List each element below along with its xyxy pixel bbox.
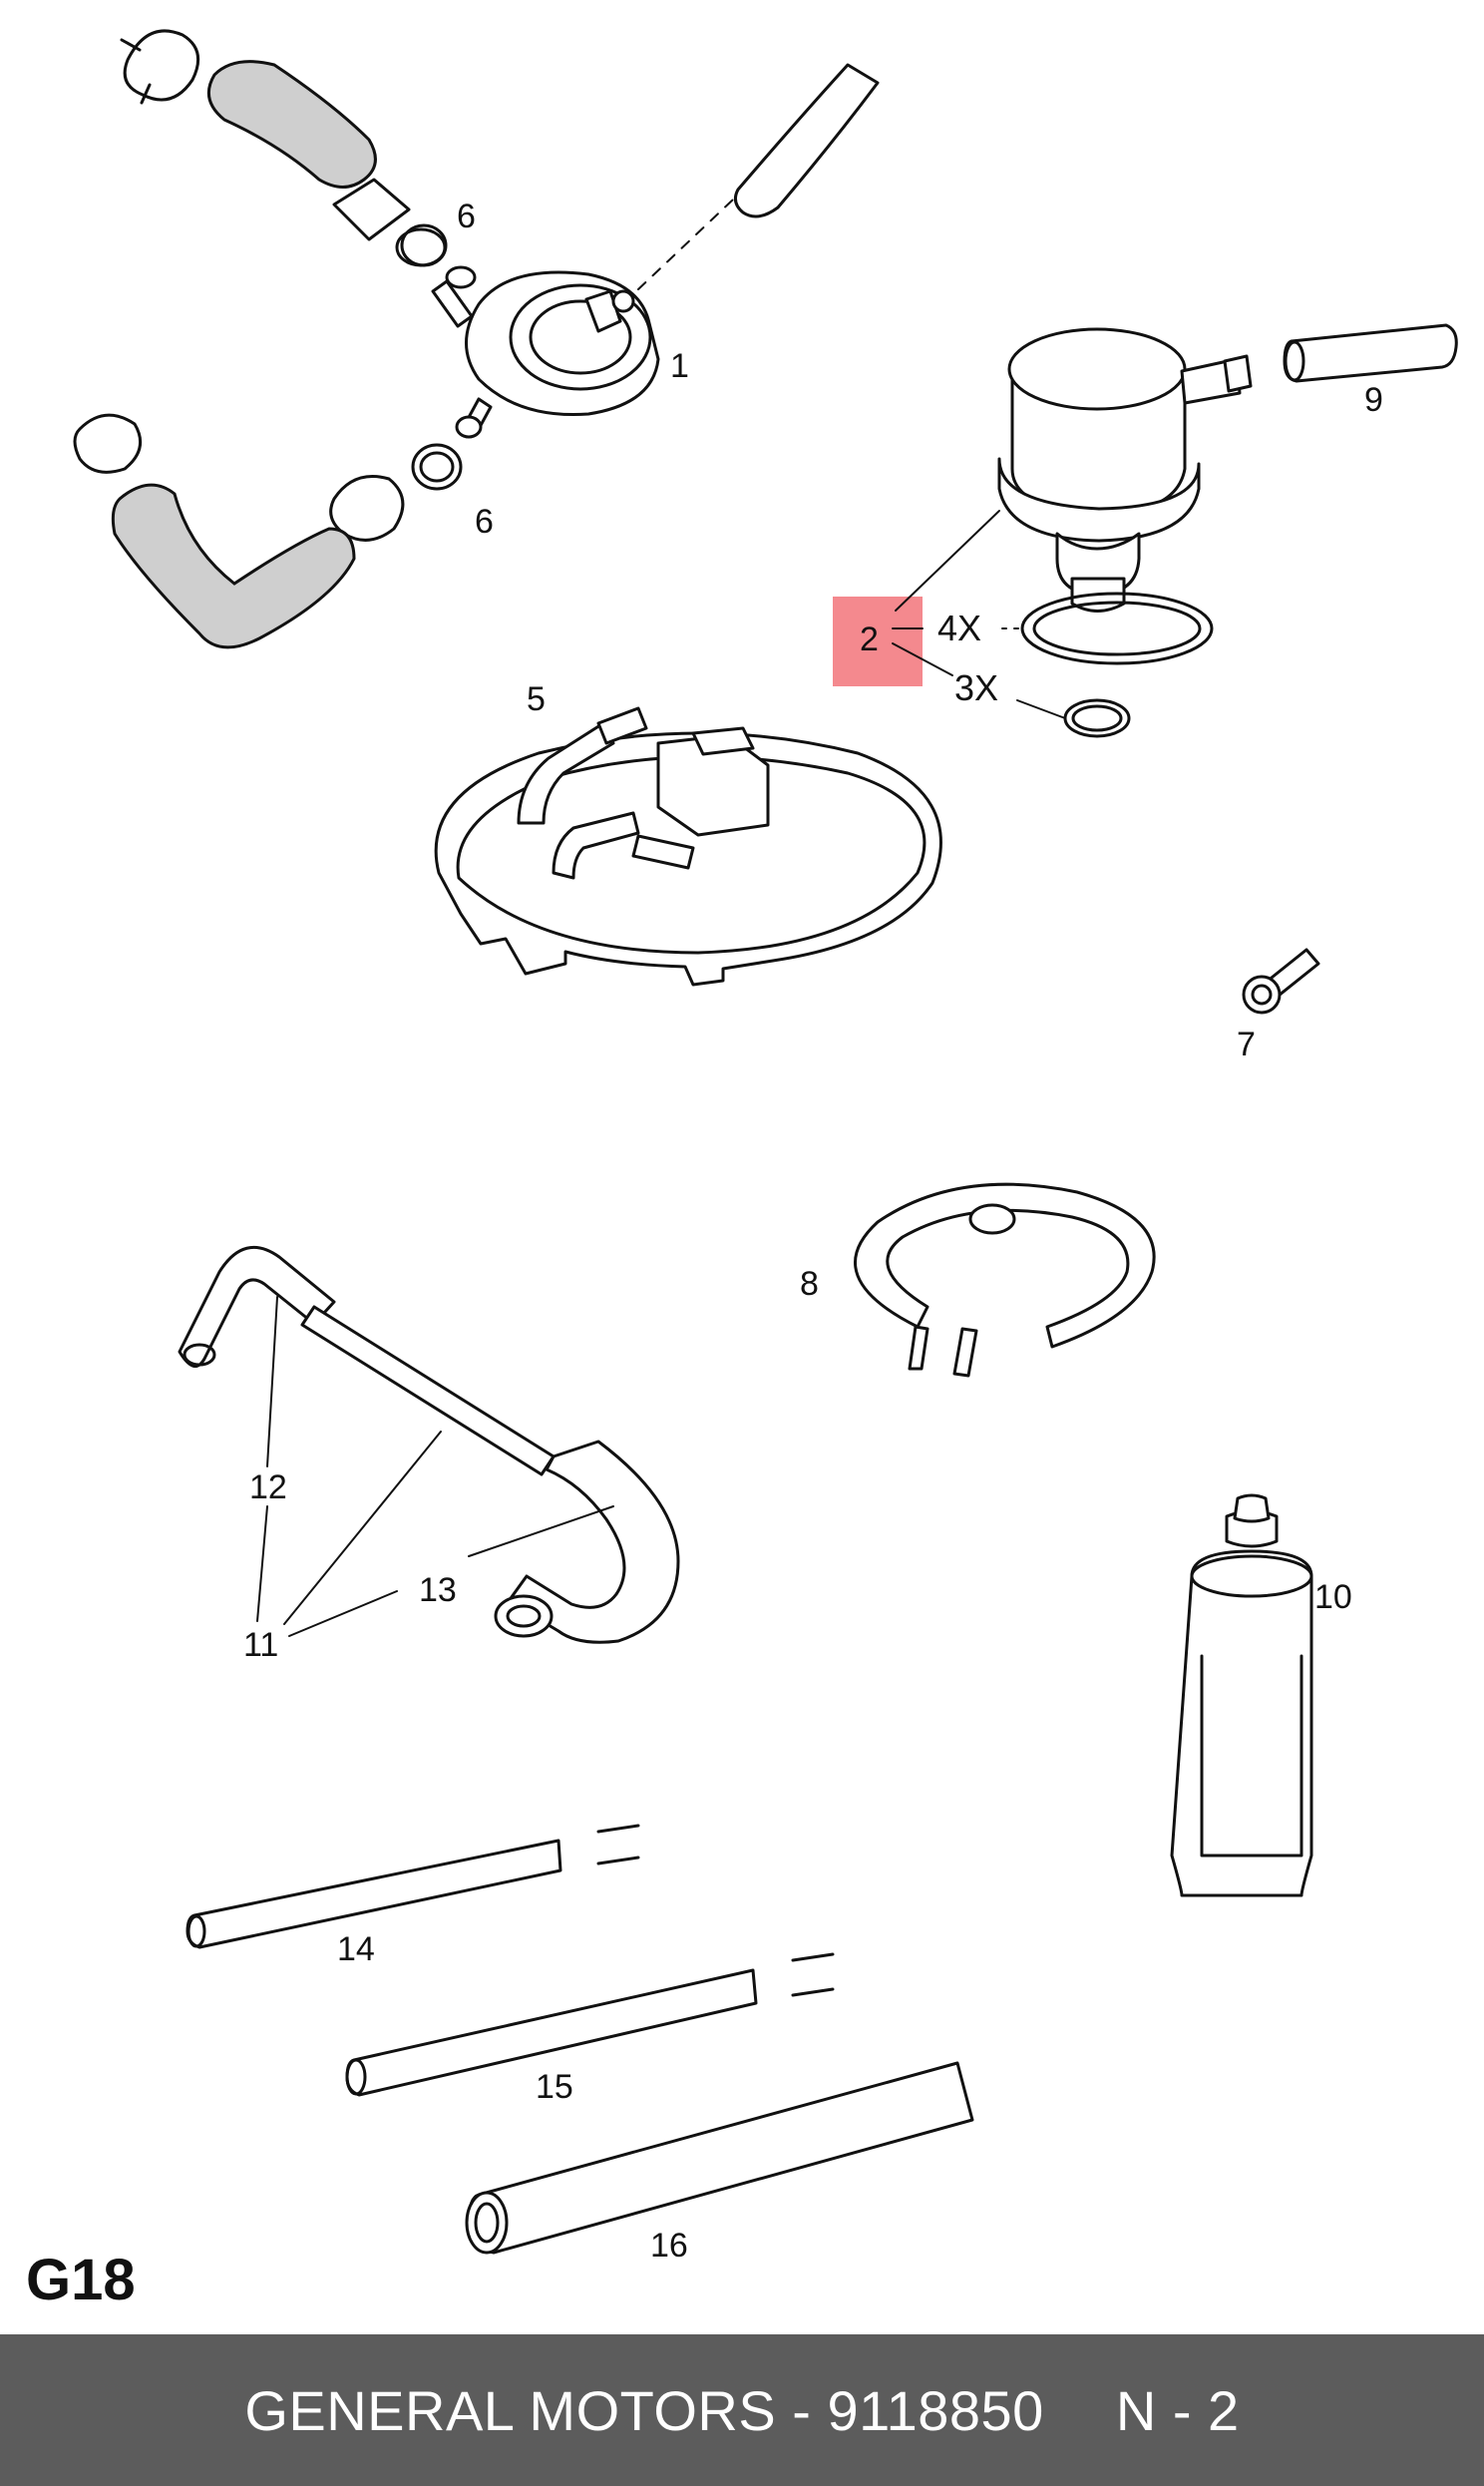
section-code: G18: [26, 2248, 136, 2312]
label-12: 12: [249, 1468, 287, 1506]
label-7: 7: [1237, 1026, 1256, 1063]
label-2: 2: [860, 621, 879, 658]
hose-part-14: [186, 1824, 640, 1949]
clamp-ring-part-8: [854, 1182, 1156, 1378]
label-6-lower: 6: [475, 503, 494, 541]
pressure-regulator-part-1: [73, 29, 880, 649]
label-qty-4x: 4X: [937, 608, 981, 648]
label-qty-3x: 3X: [954, 667, 998, 708]
label-11: 11: [243, 1626, 278, 1664]
highlight-marker: [833, 597, 923, 686]
label-14: 14: [337, 1930, 375, 1968]
label-9: 9: [1364, 381, 1383, 419]
label-10: 10: [1314, 1578, 1352, 1616]
label-13: 13: [419, 1571, 457, 1609]
flange-part-5: [434, 706, 942, 987]
pipe-assembly-parts-11-13: [178, 1246, 680, 1644]
footer-position: N - 2: [1115, 2378, 1240, 2442]
label-6-upper: 6: [457, 198, 476, 235]
footer-part-number: GENERAL MOTORS - 9118850: [244, 2378, 1044, 2442]
fuel-filter-part-2: [997, 327, 1253, 738]
footer-bar: GENERAL MOTORS - 9118850 N - 2: [0, 2334, 1484, 2486]
label-5: 5: [527, 680, 546, 718]
hose-part-9: [1283, 323, 1458, 383]
screw-part-7: [1242, 948, 1320, 1015]
sealant-tube-part-10: [1170, 1493, 1313, 1897]
label-1: 1: [670, 347, 689, 385]
parts-diagram: 1 6 6 9 2 4X 3X 5: [73, 29, 1458, 2265]
hose-part-16: [465, 2061, 974, 2255]
label-8: 8: [800, 1265, 819, 1303]
label-16: 16: [650, 2227, 688, 2265]
label-15: 15: [536, 2068, 573, 2106]
hose-part-15: [345, 1952, 835, 2097]
